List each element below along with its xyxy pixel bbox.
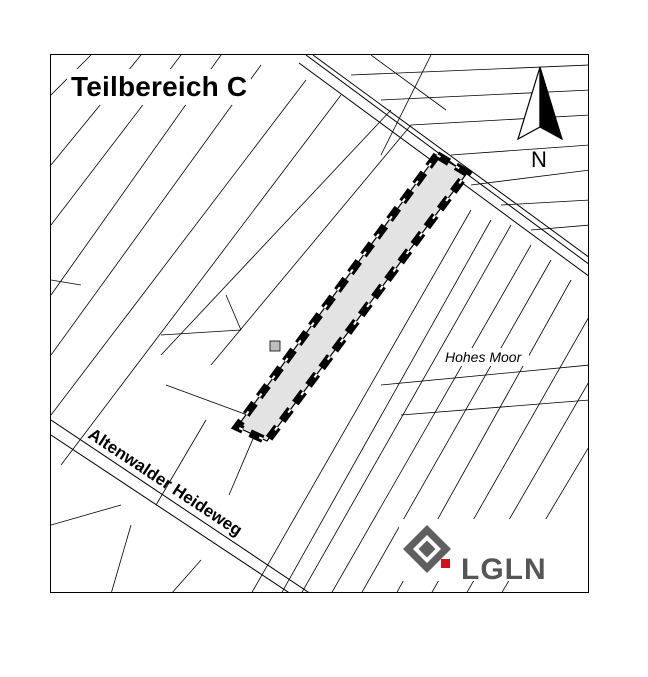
lgln-logo-text: LGLN <box>461 553 547 586</box>
street-label: Altenwalder Heideweg <box>85 424 246 539</box>
map-frame: N Altenwalder Heideweg Hohes Moor LGLN T… <box>50 54 589 593</box>
plan-area <box>230 149 473 447</box>
small-building <box>269 340 281 352</box>
north-arrow-icon: N <box>516 66 564 172</box>
north-label: N <box>531 147 547 172</box>
map-title: Teilbereich C <box>67 69 252 105</box>
cadastral-map: N Altenwalder Heideweg Hohes Moor LGLN <box>51 55 588 592</box>
area-label: Hohes Moor <box>445 349 523 365</box>
lgln-logo-icon <box>399 519 585 581</box>
parcel-lines <box>51 55 588 592</box>
street-road <box>51 419 309 592</box>
